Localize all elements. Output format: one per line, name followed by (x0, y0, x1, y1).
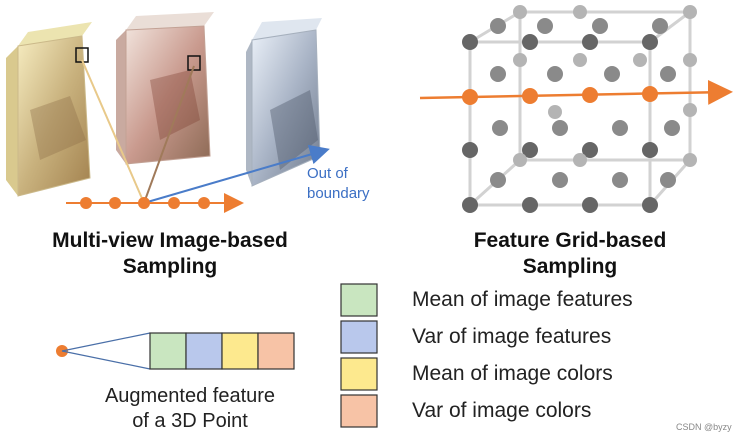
out-of-boundary-label: Out of boundary (307, 164, 370, 204)
segment-mean-features (149, 332, 187, 370)
out-label-line1: Out of (307, 165, 348, 182)
camera-image-3 (246, 18, 322, 187)
augmented-caption-line2: of a 3D Point (132, 410, 248, 432)
segment-var-features (185, 332, 223, 370)
sample-point (522, 88, 538, 104)
right-title-line1: Feature Grid-based (473, 229, 667, 252)
augmented-caption: Augmented feature of a 3D Point (60, 384, 320, 434)
legend-swatch-green (340, 283, 378, 317)
right-title-line2: Sampling (522, 255, 618, 278)
sample-point (168, 197, 180, 209)
feature-vector (149, 332, 295, 370)
camera-image-1 (6, 22, 92, 197)
augmented-caption-line1: Augmented feature (104, 385, 276, 407)
left-title-line1: Multi-view Image-based (52, 229, 288, 252)
sample-point (642, 86, 658, 102)
legend-swatch-yellow (340, 357, 378, 391)
sample-point (462, 89, 478, 105)
legend-swatch-orange (340, 394, 378, 428)
legend-label-var-features: Var of image features (412, 325, 612, 348)
left-panel-title: Multi-view Image-based Sampling (20, 228, 320, 280)
segment-var-colors (257, 332, 295, 370)
legend-label-mean-colors: Mean of image colors (412, 362, 613, 385)
right-panel-title: Feature Grid-based Sampling (430, 228, 710, 280)
grid-vertices (462, 5, 697, 213)
sample-point (198, 197, 210, 209)
projection-line-1 (81, 59, 145, 204)
legend-label-var-colors: Var of image colors (412, 399, 592, 422)
watermark: CSDN @byzy (676, 422, 732, 432)
sample-point (80, 197, 92, 209)
segment-mean-colors (221, 332, 259, 370)
out-label-line2: boundary (307, 185, 370, 202)
left-ray-samples (80, 197, 210, 209)
legend-label-mean-features: Mean of image features (412, 288, 633, 311)
sample-point (138, 197, 150, 209)
left-title-line2: Sampling (122, 255, 218, 278)
legend-swatch-blue (340, 320, 378, 354)
camera-image-2 (116, 12, 214, 165)
sample-point (582, 87, 598, 103)
sample-point (109, 197, 121, 209)
right-ray-samples (462, 86, 658, 105)
expansion-line-top (61, 332, 151, 352)
out-of-boundary-arrow (143, 144, 330, 204)
patch-box-2 (187, 55, 201, 71)
projection-line-2 (143, 65, 195, 204)
expansion-line-bottom (61, 350, 151, 370)
